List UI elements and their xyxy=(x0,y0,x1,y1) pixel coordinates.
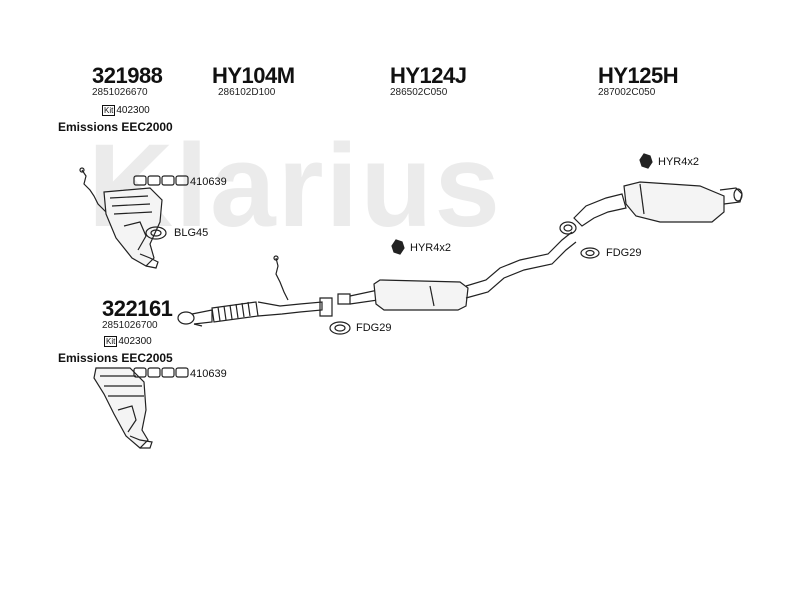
clamp-label-front: FDG29 xyxy=(356,322,392,334)
kit-number: 402300 xyxy=(116,105,150,116)
lambda-sensor-2 xyxy=(275,257,289,301)
oem-number-322161: 2851026700 xyxy=(102,320,158,331)
clamp-front xyxy=(329,321,351,335)
part-number-hy104m: HY104M xyxy=(212,63,295,88)
catalyst-1-body xyxy=(103,187,163,267)
emissions-label-1: Emissions EEC2000 xyxy=(58,120,173,134)
hanger-label-centre: HYR4x2 xyxy=(410,242,451,254)
hanger-rear xyxy=(639,153,653,169)
kit-info-1: Kit 402300 xyxy=(102,105,150,116)
front-pipe xyxy=(177,297,333,327)
clamp-rear xyxy=(559,221,577,235)
gasket-set-2 xyxy=(133,367,189,378)
lambda-sensor-1 xyxy=(81,169,107,213)
oem-number-321988: 2851026670 xyxy=(92,87,148,98)
kit-box-icon: Kit xyxy=(104,336,118,347)
part-number-321988: 321988 xyxy=(92,63,163,88)
part-number-hy124j: HY124J xyxy=(390,63,467,88)
part-number-hy125h: HY125H xyxy=(598,63,679,88)
gasket-label-2: 410639 xyxy=(190,368,227,380)
centre-section xyxy=(337,231,577,311)
mount-ring xyxy=(145,226,167,240)
oem-number-hy104m: 286102D100 xyxy=(218,87,276,98)
gasket-set-1 xyxy=(133,175,189,186)
catalyst-2-body xyxy=(93,367,153,449)
hanger-centre xyxy=(391,239,405,255)
part-number-322161: 322161 xyxy=(102,296,173,321)
kit-info-2: Kit 402300 xyxy=(104,336,152,347)
mount-label: BLG45 xyxy=(174,227,209,239)
hanger-label-rear: HYR4x2 xyxy=(658,156,699,168)
rear-silencer xyxy=(573,181,743,227)
oem-number-hy125h: 287002C050 xyxy=(598,87,656,98)
clamp-label-rear: FDG29 xyxy=(606,247,642,259)
kit-number: 402300 xyxy=(118,336,152,347)
oem-number-hy124j: 286502C050 xyxy=(390,87,448,98)
kit-box-icon: Kit xyxy=(102,105,116,116)
emissions-label-2: Emissions EEC2005 xyxy=(58,351,173,365)
gasket-label-1: 410639 xyxy=(190,176,227,188)
